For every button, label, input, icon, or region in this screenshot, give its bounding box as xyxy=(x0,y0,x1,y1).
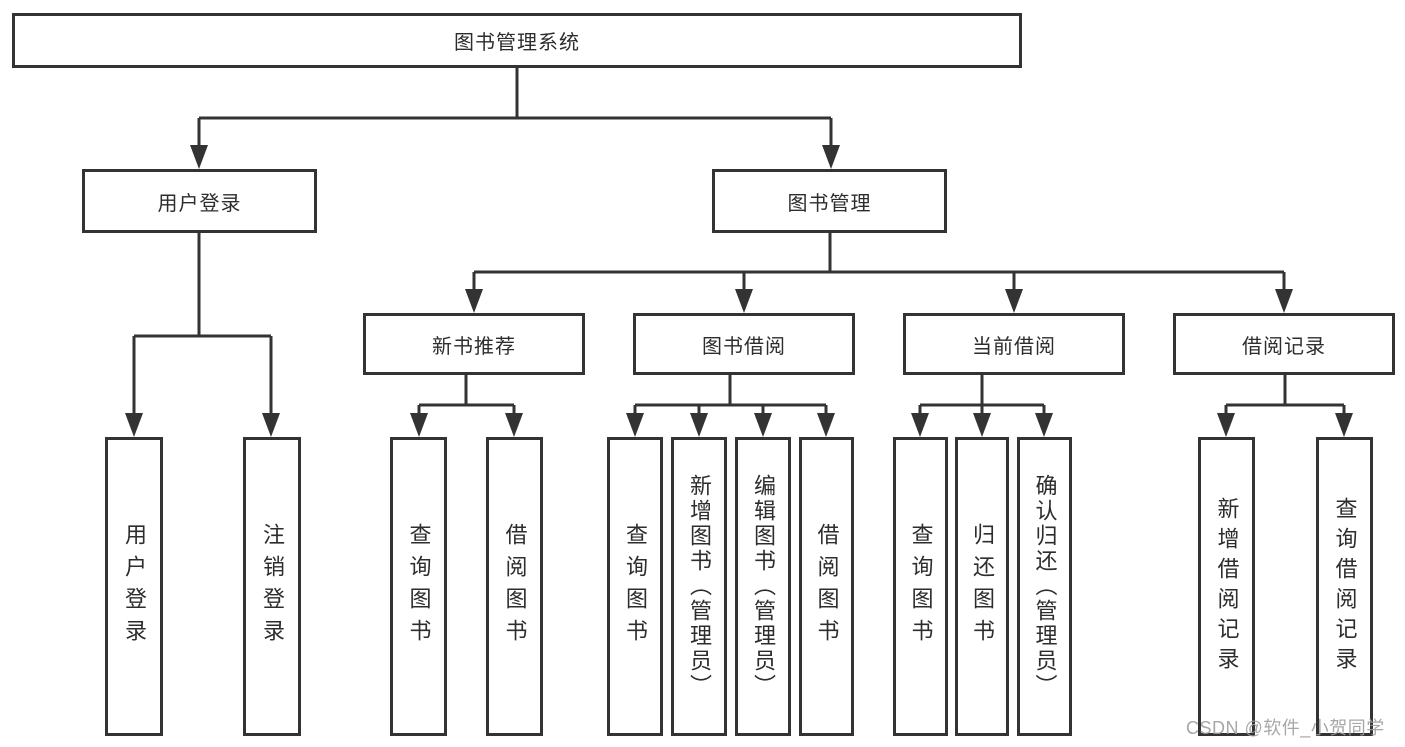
leaf-label: 借阅图书 xyxy=(502,522,528,651)
leaf-user-login: 用户登录 xyxy=(105,437,163,736)
leaf-label: 新增图书（管理员） xyxy=(687,474,712,699)
node-label: 借阅记录 xyxy=(1242,335,1326,358)
leaf-confirm-return-admin: 确认归还（管理员） xyxy=(1017,437,1072,736)
node-new-book-recommend: 新书推荐 xyxy=(363,313,585,375)
node-label: 用户登录 xyxy=(157,192,242,215)
leaf-label: 查询图书 xyxy=(406,522,432,651)
leaf-label: 用户登录 xyxy=(122,522,147,651)
node-label: 新书推荐 xyxy=(432,335,516,358)
leaf-label: 注销登录 xyxy=(260,522,285,651)
leaf-add-borrow-record: 新增借阅记录 xyxy=(1198,437,1255,736)
leaf-query-books-current: 查询图书 xyxy=(893,437,948,736)
leaf-borrow-books: 借阅图书 xyxy=(799,437,854,736)
leaf-label: 借阅图书 xyxy=(814,522,840,651)
leaf-label: 新增借阅记录 xyxy=(1214,496,1240,677)
node-user-login: 用户登录 xyxy=(82,169,317,233)
leaf-label: 归还图书 xyxy=(970,522,995,651)
node-label: 图书借阅 xyxy=(702,335,786,358)
node-borrow-records: 借阅记录 xyxy=(1173,313,1395,375)
leaf-query-books-recommend: 查询图书 xyxy=(390,437,447,736)
leaf-label: 查询图书 xyxy=(908,522,934,651)
leaf-label: 编辑图书（管理员） xyxy=(751,474,776,699)
node-label: 图书管理系统 xyxy=(454,32,580,54)
leaf-add-book-admin: 新增图书（管理员） xyxy=(671,437,727,736)
node-current-borrow: 当前借阅 xyxy=(903,313,1125,375)
leaf-label: 查询借阅记录 xyxy=(1332,496,1358,677)
leaf-query-books-borrow: 查询图书 xyxy=(607,437,663,736)
node-label: 当前借阅 xyxy=(972,335,1056,358)
node-book-borrow: 图书借阅 xyxy=(633,313,855,375)
leaf-return-books: 归还图书 xyxy=(955,437,1009,736)
leaf-query-borrow-record: 查询借阅记录 xyxy=(1316,437,1373,736)
leaf-label: 查询图书 xyxy=(623,522,648,651)
leaf-logout: 注销登录 xyxy=(243,437,301,736)
node-label: 图书管理 xyxy=(787,192,872,215)
node-book-management: 图书管理 xyxy=(712,169,947,233)
node-library-management-system: 图书管理系统 xyxy=(12,13,1022,68)
leaf-borrow-books-recommend: 借阅图书 xyxy=(486,437,543,736)
leaf-edit-book-admin: 编辑图书（管理员） xyxy=(735,437,791,736)
leaf-label: 确认归还（管理员） xyxy=(1032,474,1058,699)
csdn-watermark: CSDN @软件_小贺同学 xyxy=(1186,718,1385,738)
